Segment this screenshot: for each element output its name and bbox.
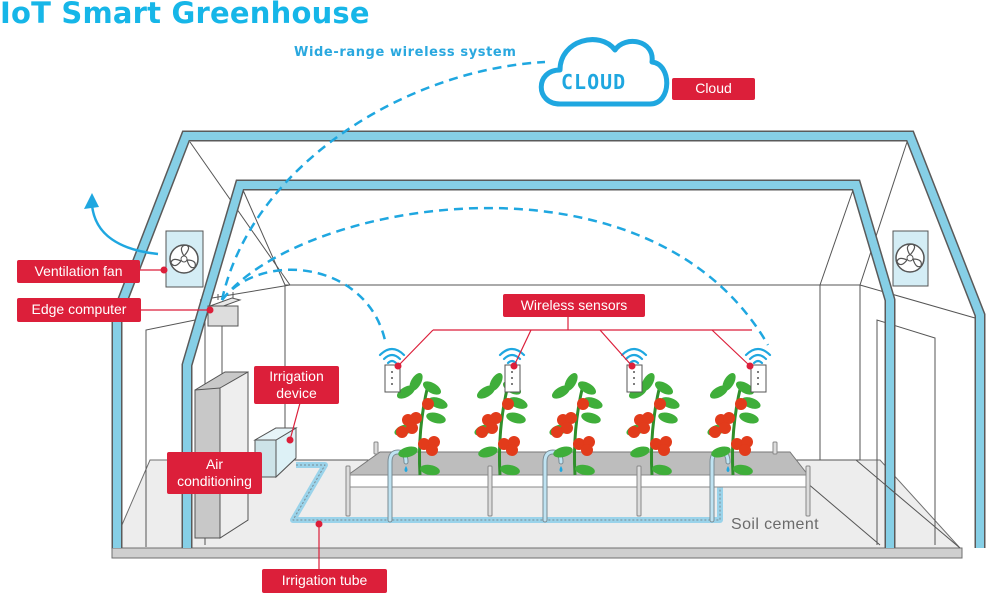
- wifi-signal-icon: [744, 347, 772, 365]
- water-drops: [404, 466, 730, 472]
- callout-cloud: Cloud: [672, 78, 755, 100]
- callout-dots: [160, 266, 754, 528]
- airflow-arrow-icon: [84, 193, 159, 256]
- tomato-plant: [474, 372, 528, 476]
- ventilation-fan-right: [892, 230, 929, 287]
- tomato-plant: [707, 372, 761, 476]
- edge-computer: [207, 292, 242, 380]
- wireless-links: [220, 60, 770, 346]
- cloud-icon-text: CLOUD: [561, 70, 627, 94]
- irrigation-tube: [290, 462, 723, 523]
- tomato-plants: [394, 372, 761, 476]
- callout-lines: [140, 269, 752, 570]
- wireless-sensor: [744, 347, 772, 393]
- callout-edge-computer: Edge computer: [17, 298, 141, 322]
- callout-edge-computer-text: Edge computer: [31, 301, 127, 318]
- tomato-plant: [626, 372, 680, 476]
- tomato-plant: [394, 372, 448, 476]
- wireless-sensor: [498, 347, 526, 393]
- callout-irrigation-device-line2: device: [276, 385, 317, 401]
- ventilation-fan-left: [165, 230, 204, 288]
- outer-frame: [111, 130, 986, 548]
- cloud-icon: [538, 37, 670, 107]
- inner-frame: [181, 179, 896, 548]
- callout-irrigation-device-line1: Irrigation: [269, 367, 324, 384]
- wireless-sensors: [378, 347, 772, 393]
- page-title: IoT Smart Greenhouse: [0, 0, 370, 30]
- wireless-sensor: [620, 347, 648, 393]
- wireless-sensor: [378, 347, 406, 393]
- wifi-signal-icon: [378, 347, 406, 365]
- callout-irrigation-tube-text: Irrigation tube: [281, 572, 368, 589]
- callout-wireless-sensors: Wireless sensors: [503, 294, 645, 317]
- soil-cement-label: Soil cement: [731, 516, 819, 533]
- callout-air-conditioning: Air conditioning: [167, 452, 262, 494]
- callout-air-conditioning-line2: conditioning: [177, 473, 252, 489]
- tomato-plant: [549, 372, 603, 476]
- callout-ventilation-fan: Ventilation fan: [17, 260, 140, 283]
- callout-air-conditioning-line1: Air: [205, 455, 224, 472]
- callout-irrigation-device: Irrigation device: [254, 366, 339, 404]
- wireless-system-label: Wide-range wireless system: [294, 45, 517, 60]
- back-wall: [242, 189, 861, 461]
- irrigation-device: [253, 427, 298, 479]
- callout-wireless-sensors-text: Wireless sensors: [520, 296, 628, 313]
- wifi-signal-icon: [620, 347, 648, 365]
- growing-table: [345, 441, 811, 517]
- callout-ventilation-fan-text: Ventilation fan: [34, 262, 123, 279]
- callout-cloud-text: Cloud: [695, 80, 732, 97]
- callout-irrigation-tube: Irrigation tube: [262, 569, 387, 593]
